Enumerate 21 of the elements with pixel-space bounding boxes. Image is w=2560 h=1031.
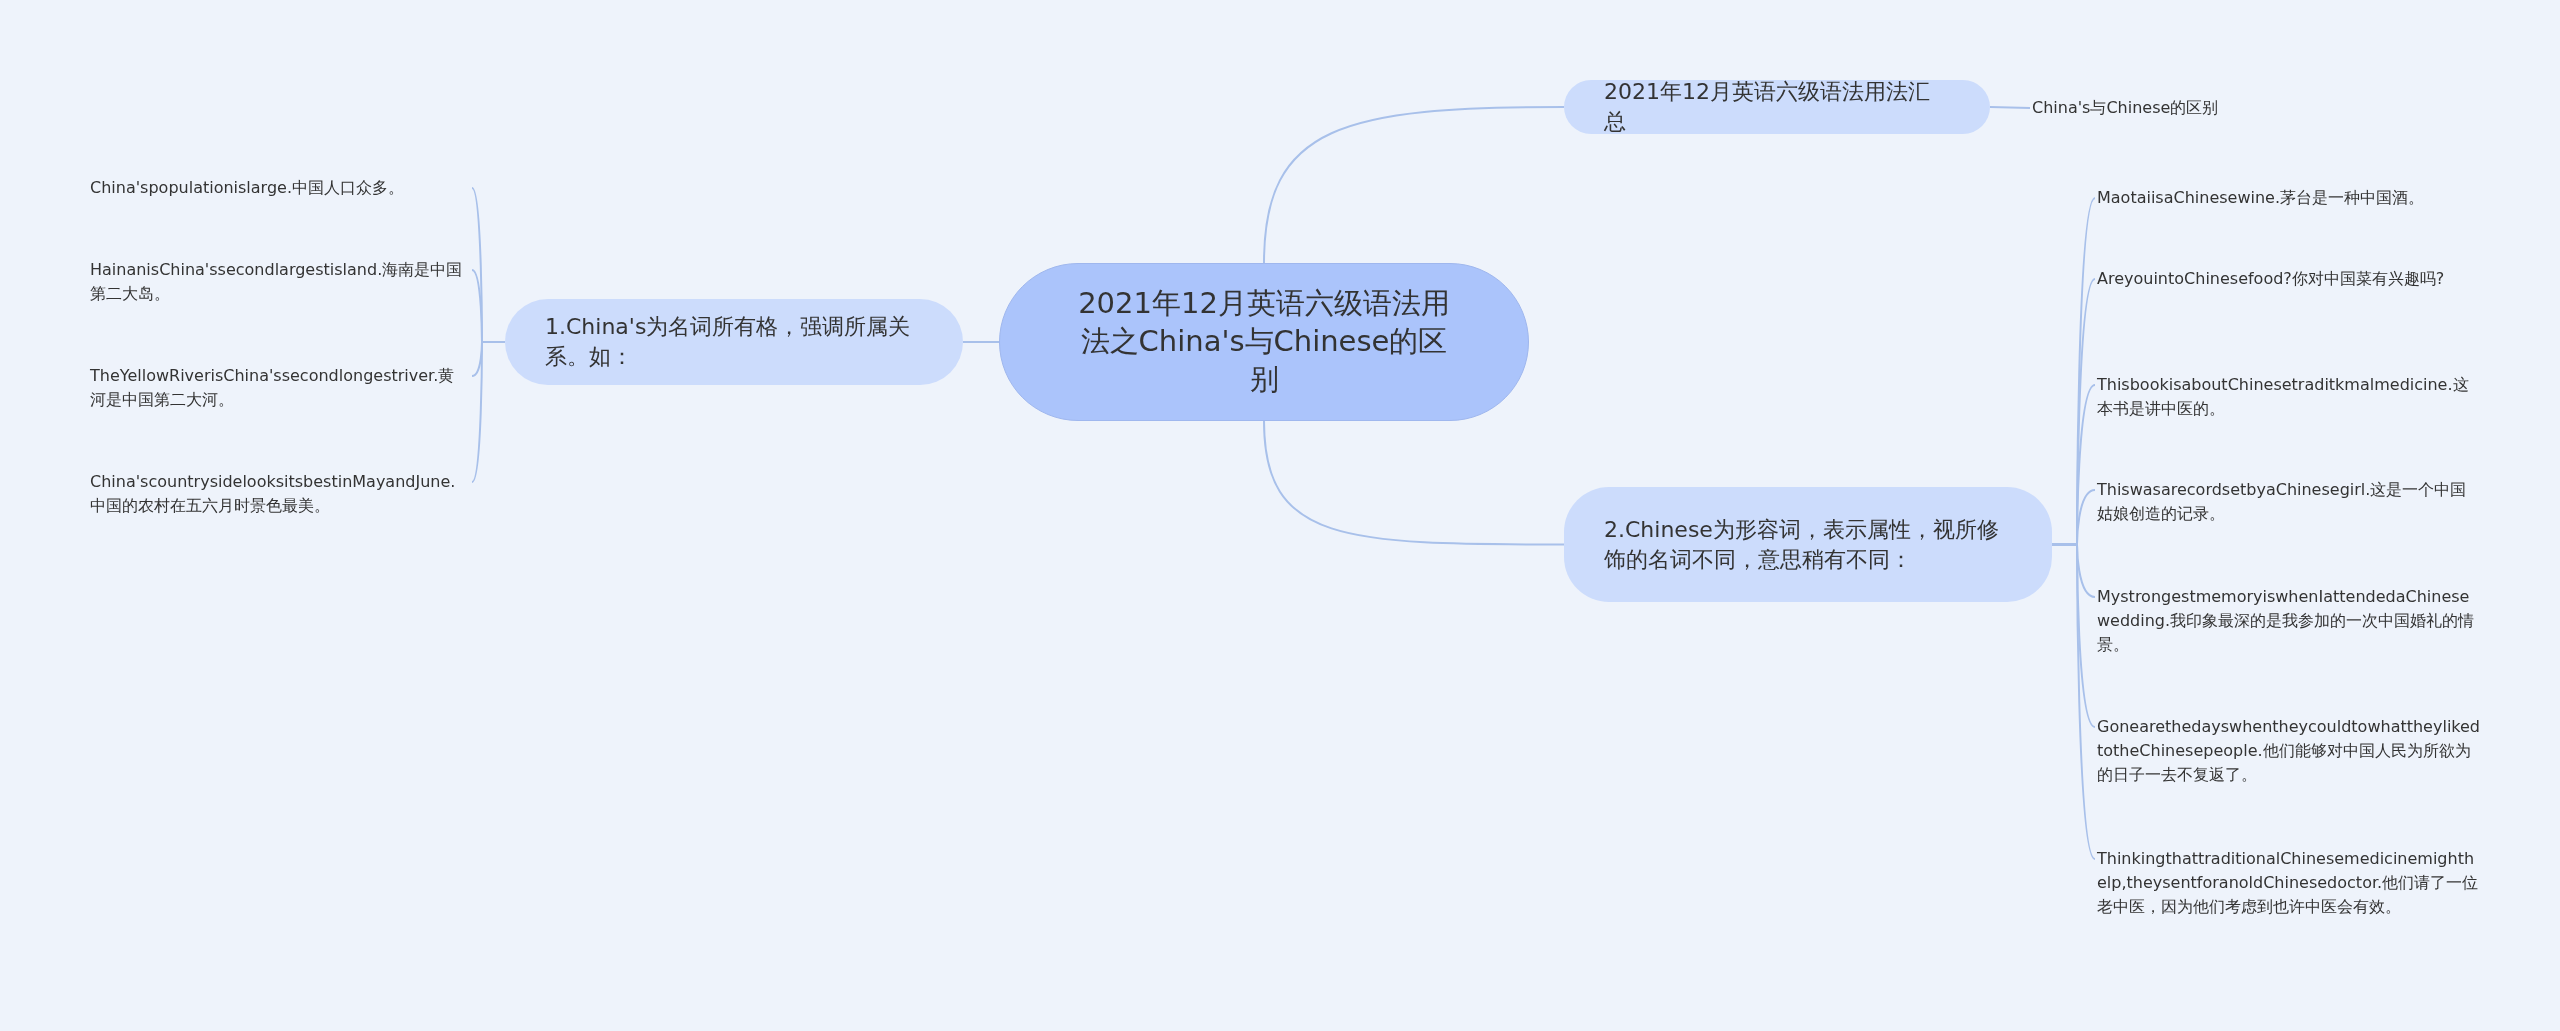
connector-line [2051,543,2096,860]
central-topic: 2021年12月英语六级语法用法之China's与Chinese的区别 [999,263,1529,421]
connector-line [962,341,1000,343]
subtopic-text: MystrongestmemoryiswhenIattendedaChinesewedding.我印象最深的是我参加的一次中国婚礼的情景。 [2097,585,2482,659]
subtopic-text: ThiswasarecordsetbyaChinesegirl.这是一个中国姑娘创造的记录。 [2097,478,2482,528]
subtopic-text: China'scountrysidelooksitsbestinMayandJune.中国的农村在五六月时景色最美。 [90,470,470,520]
connector-line [1263,106,1565,264]
subtopic-text: China'spopulationislarge.中国人口众多。 [90,176,470,202]
subtopic-text: MaotaiisaChinesewine.茅台是一种中国酒。 [2097,186,2482,212]
subtopic-text: TheYellowRiverisChina'ssecondlongestriver.黄河是中国第二大河。 [90,364,470,414]
connector-line [1989,106,2031,109]
subtopic-text: GonearethedayswhentheycouldtowhattheylikedtotheChinesepeople.他们能够对中国人民为所欲为的日子一去不复返了。 [2097,715,2482,789]
topic-bubble: 2021年12月英语六级语法用法汇总 [1564,80,1990,134]
subtopic-text: ThisbookisaboutChinesetraditkmalmedicine.这本书是讲中医的。 [2097,373,2482,423]
topic-bubble: 1.China's为名词所有格，强调所属关系。如： [505,299,963,385]
subtopic-text: HainanisChina'ssecondlargestisland.海南是中国第二大岛。 [90,258,470,308]
connector-line [1263,420,1565,546]
subtopic-text: China's与Chinese的区别 [2032,96,2272,122]
subtopic-text: AreyouintoChinesefood?你对中国菜有兴趣吗? [2097,267,2482,317]
topic-bubble: 2.Chinese为形容词，表示属性，视所修饰的名词不同，意思稍有不同： [1564,487,2052,602]
subtopic-text: ThinkingthattraditionalChinesemedicinemighthelp,theysentforanoldChinesedoctor.他们请了一位老中医，因为他们考虑到也许中医会有效。 [2097,847,2482,945]
